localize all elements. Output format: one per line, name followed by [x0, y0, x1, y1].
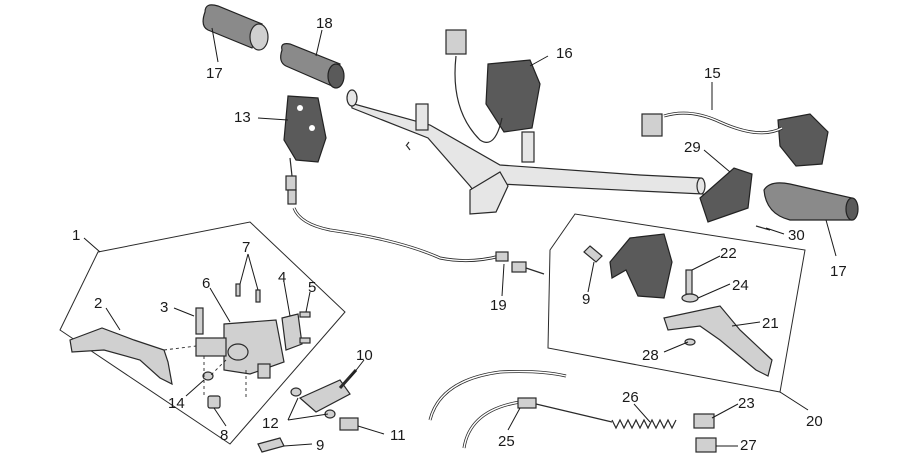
part-label-11: 11	[390, 427, 406, 444]
master-cylinder	[195, 319, 285, 379]
left-switch	[445, 29, 541, 143]
part-label-19: 19	[490, 297, 507, 314]
screws-5	[299, 311, 311, 344]
part-label-9a: 9	[316, 437, 324, 454]
part-label-30: 30	[788, 227, 805, 244]
part-label-7: 7	[242, 239, 250, 256]
brake-assembly-box	[59, 221, 346, 445]
clutch-lever-housing	[609, 233, 673, 299]
part-label-5: 5	[308, 279, 316, 296]
clamp-4	[281, 313, 303, 351]
switch-cover	[699, 167, 753, 223]
part-label-21: 21	[762, 315, 779, 332]
part-label-24: 24	[732, 277, 749, 294]
part-label-17b: 17	[830, 263, 847, 280]
washer-14	[202, 371, 214, 381]
part-label-13: 13	[234, 109, 251, 126]
part-label-12: 12	[262, 415, 279, 432]
leader-lines	[83, 27, 837, 447]
part-label-20: 20	[806, 413, 823, 430]
screw-30	[755, 225, 771, 231]
part-label-22: 22	[720, 245, 737, 262]
bolt-3	[195, 307, 204, 335]
brake-lever	[69, 327, 173, 386]
part-label-28: 28	[642, 347, 659, 364]
banjo-fitting	[257, 369, 359, 453]
part-label-1: 1	[72, 227, 80, 244]
part-label-4: 4	[278, 269, 286, 286]
part-label-25: 25	[498, 433, 515, 450]
brake-guide-lines	[163, 345, 247, 398]
part-label-6: 6	[202, 275, 210, 292]
right-switch	[641, 111, 829, 167]
part-label-29: 29	[684, 139, 701, 156]
part-label-9b: 9	[582, 291, 590, 308]
clutch-pin-22	[685, 269, 693, 295]
part-label-10: 10	[356, 347, 373, 364]
part-label-26: 26	[622, 389, 639, 406]
part-label-2: 2	[94, 295, 102, 312]
part-label-27: 27	[740, 437, 757, 454]
clutch-assembly-box	[547, 213, 806, 393]
left-grip	[202, 4, 269, 51]
part-label-3: 3	[160, 299, 168, 316]
part-label-17a: 17	[206, 65, 223, 82]
part-label-18: 18	[316, 15, 333, 32]
clutch-switch-9	[583, 245, 603, 263]
part-labels: 1 2 3 4 5 6 7 8 9 9 10 11 12 13 14 15 16…	[72, 15, 847, 454]
part-label-23: 23	[738, 395, 755, 412]
throttle-grip	[280, 43, 345, 89]
clutch-lever	[663, 293, 773, 377]
throttle-cable	[285, 157, 545, 275]
part-label-15: 15	[704, 65, 721, 82]
cap-8	[207, 395, 221, 409]
throttle-housing	[283, 95, 327, 163]
part-label-14: 14	[168, 395, 185, 412]
part-label-16: 16	[556, 45, 573, 62]
right-grip	[763, 182, 859, 221]
handlebar	[346, 89, 706, 215]
clutch-cable	[428, 370, 717, 453]
part-label-8: 8	[220, 427, 228, 444]
screws-7	[235, 283, 261, 303]
